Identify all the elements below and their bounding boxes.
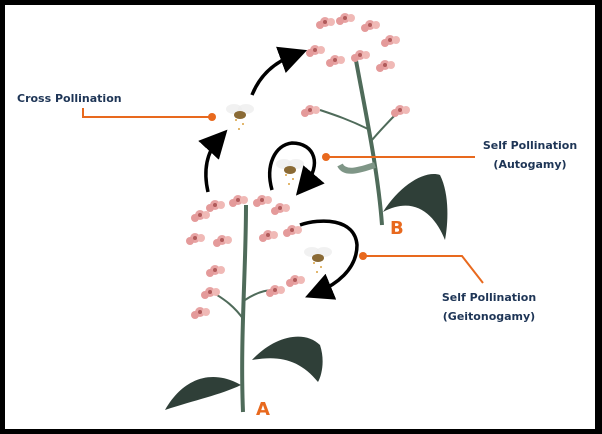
plant-b <box>301 13 448 240</box>
pollination-arrows <box>198 46 359 300</box>
autogamy-label-line2: (Autogamy) <box>493 158 567 171</box>
autogamy-label: Self Pollination (Autogamy) <box>470 136 590 174</box>
cross-pollination-marker <box>208 113 216 121</box>
autogamy-label-line1: Self Pollination <box>482 139 578 152</box>
bee-icon <box>276 159 304 185</box>
bee-icon <box>304 247 332 273</box>
plant-b-label: B <box>390 218 404 239</box>
geitonogamy-label-line1: Self Pollination <box>441 291 537 304</box>
geitonogamy-label-line2: (Geitonogamy) <box>442 310 536 323</box>
plant-a-label: A <box>256 399 270 420</box>
geitonogamy-marker <box>359 252 367 260</box>
autogamy-marker <box>322 153 330 161</box>
geitonogamy-label: Self Pollination (Geitonogamy) <box>429 288 549 326</box>
pollination-diagram: Cross Pollination Self Pollination (Auto… <box>5 5 595 429</box>
bee-icon <box>226 104 254 130</box>
cross-pollination-label: Cross Pollination <box>17 92 122 105</box>
plant-a <box>165 195 323 413</box>
leader-lines <box>82 108 484 284</box>
illustration <box>82 13 484 413</box>
